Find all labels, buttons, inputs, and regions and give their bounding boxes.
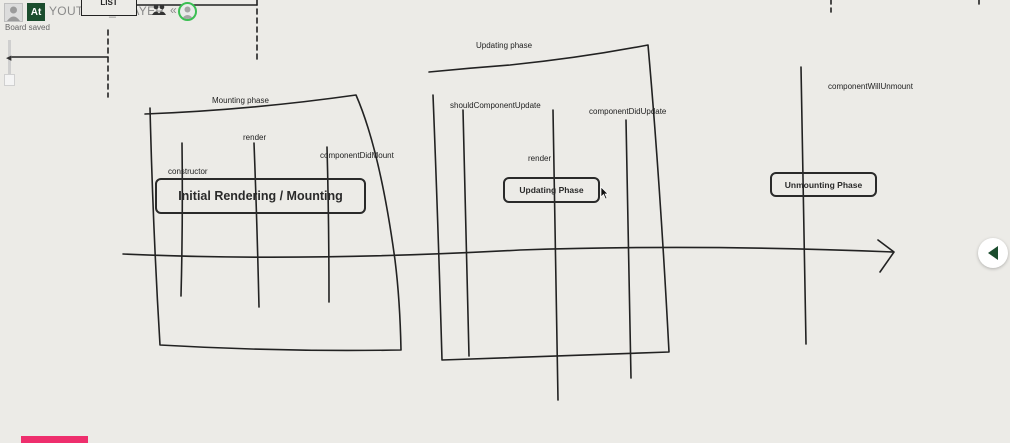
update-line-2 [552, 109, 559, 401]
mount-line-2 [253, 142, 260, 308]
updating-box-text: Updating Phase [519, 185, 584, 195]
timeline-arrow [122, 246, 894, 258]
render-mount-label[interactable]: render [243, 133, 267, 142]
save-status: Board saved [5, 23, 50, 32]
users-icon[interactable] [152, 4, 166, 19]
user-icon [7, 6, 20, 21]
double-chevron-left-icon[interactable]: « [170, 3, 177, 17]
play-left-icon [988, 246, 998, 260]
should-component-update-label[interactable]: shouldComponentUpdate [450, 101, 541, 110]
bottom-accent-bar[interactable] [21, 436, 88, 443]
mounting-box-text: Initial Rendering / Mounting [178, 189, 343, 203]
constructor-label[interactable]: constructor [168, 167, 208, 176]
component-did-update-label[interactable]: componentDidUpdate [589, 107, 667, 116]
component-did-mount-label[interactable]: componentDidMount [320, 151, 394, 160]
user-icon [181, 6, 194, 19]
mount-line-1 [180, 142, 184, 297]
caret-left-icon: ◀ [6, 55, 12, 62]
current-user-avatar[interactable] [178, 2, 197, 21]
update-line-1 [462, 109, 470, 357]
zoom-slider[interactable]: ◀ [4, 40, 16, 115]
zoom-thumb[interactable] [4, 74, 15, 86]
updating-phase-label[interactable]: Updating phase [476, 41, 533, 50]
mounting-frame [144, 94, 402, 352]
render-update-label[interactable]: render [528, 154, 552, 163]
updating-frame [428, 44, 670, 361]
mouse-cursor-icon [600, 186, 609, 205]
workspace-badge[interactable]: At [27, 3, 45, 21]
component-will-unmount-label[interactable]: componentWillUnmount [828, 82, 913, 91]
update-line-3 [625, 119, 632, 379]
unmounting-phase-box[interactable]: Unmounting Phase [770, 172, 877, 197]
presentation-nav-button[interactable] [978, 238, 1008, 268]
unmount-line [800, 66, 807, 345]
zoom-track[interactable] [8, 40, 11, 80]
board-owner-avatar[interactable] [4, 3, 23, 22]
mount-line-3 [326, 146, 330, 303]
mounting-phase-box[interactable]: Initial Rendering / Mounting [155, 178, 366, 214]
unmounting-box-text: Unmounting Phase [784, 179, 863, 190]
list-shape[interactable]: LIST [81, 0, 137, 16]
timeline-arrowhead [877, 239, 895, 273]
updating-phase-box[interactable]: Updating Phase [503, 177, 600, 203]
mounting-phase-label[interactable]: Mounting phase [212, 96, 269, 105]
